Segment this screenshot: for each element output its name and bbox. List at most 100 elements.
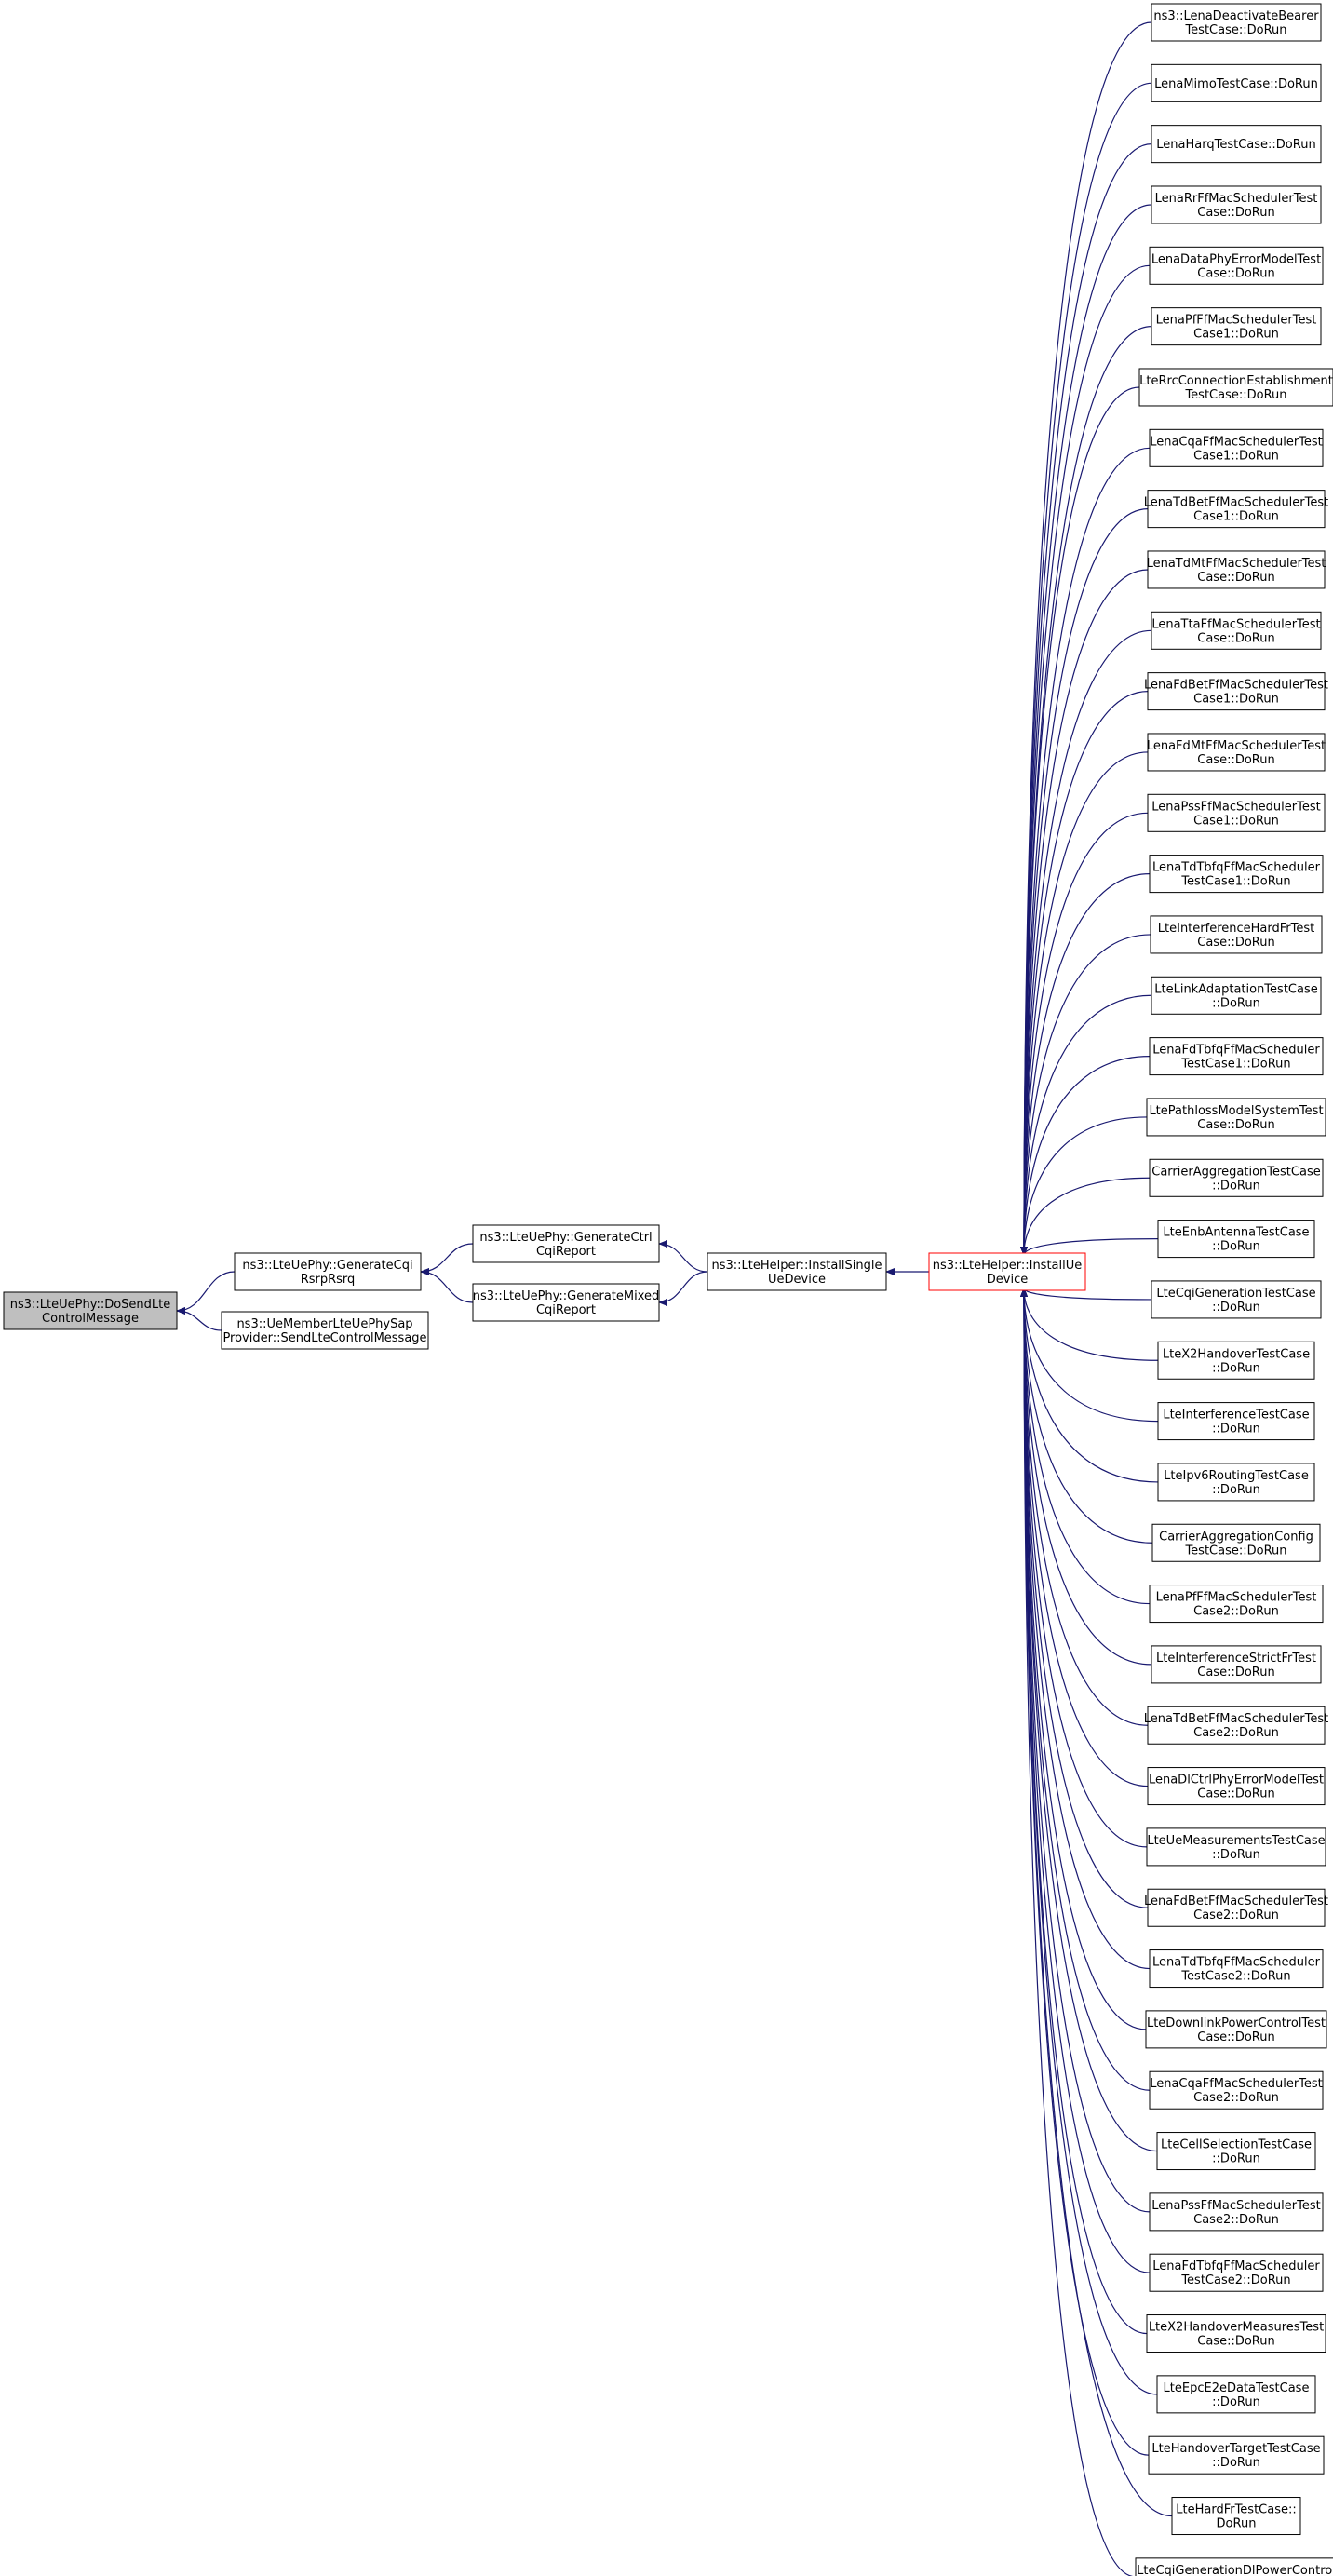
graph-node-l35[interactable]: LteCellSelectionTestCase::DoRun	[1156, 2132, 1316, 2171]
node-label-line: LenaTdBetFfMacSchedulerTest	[1144, 1712, 1329, 1726]
node-label-line: LenaTdBetFfMacSchedulerTest	[1144, 496, 1329, 510]
node-box	[1157, 1220, 1315, 1259]
graph-node-l2[interactable]: LenaHarqTestCase::DoRun	[1151, 125, 1322, 164]
node-box	[1149, 1158, 1324, 1197]
node-box	[1151, 1645, 1322, 1684]
node-box	[1149, 2192, 1324, 2232]
node-label-line: ::DoRun	[1212, 1301, 1260, 1315]
graph-node-n2[interactable]: ns3::UeMemberLteUePhySapProvider::SendLt…	[221, 1311, 429, 1350]
edge-l24-to-n6	[1020, 1288, 1159, 1483]
node-label-line: TestCase::DoRun	[1184, 388, 1286, 402]
node-box	[1151, 1280, 1322, 1319]
graph-node-l23[interactable]: LteInterferenceTestCase::DoRun	[1157, 1402, 1315, 1441]
edge-n3-to-n1	[420, 1243, 474, 1275]
edge-l12-to-n6	[1020, 751, 1149, 1256]
node-box	[1157, 1463, 1315, 1502]
node-label-line: ns3::LteHelper::InstallSingle	[712, 1259, 882, 1273]
edge-n5-to-n3	[658, 1240, 708, 1273]
node-box	[1148, 2435, 1325, 2475]
graph-node-l21[interactable]: LteCqiGenerationTestCase::DoRun	[1151, 1280, 1322, 1319]
node-box	[1151, 185, 1322, 224]
graph-node-l42[interactable]: LteCqiGenerationDlPowerControlTestCase::…	[1135, 2557, 1333, 2576]
graph-node-l30[interactable]: LteUeMeasurementsTestCase::DoRun	[1146, 1827, 1326, 1867]
graph-node-l40[interactable]: LteHandoverTargetTestCase::DoRun	[1148, 2435, 1325, 2475]
edge-n2-to-n0	[176, 1307, 222, 1331]
node-label-line: UeDevice	[768, 1273, 826, 1287]
node-label-line: Case1::DoRun	[1193, 814, 1279, 828]
graph-node-l24[interactable]: LteIpv6RoutingTestCase::DoRun	[1157, 1463, 1315, 1502]
graph-node-l19[interactable]: CarrierAggregationTestCase::DoRun	[1149, 1158, 1324, 1197]
node-label-line: LteEnbAntennaTestCase	[1163, 1226, 1309, 1240]
graph-node-l16[interactable]: LteLinkAdaptationTestCase::DoRun	[1151, 976, 1322, 1015]
node-label-line: CarrierAggregationConfig	[1159, 1530, 1313, 1544]
edge-l38-to-n6	[1020, 1288, 1148, 2335]
node-label-line: Case2::DoRun	[1193, 1726, 1279, 1740]
node-label-line: LenaDataPhyErrorModelTest	[1151, 252, 1321, 266]
node-label-line: LenaTdMtFfMacSchedulerTest	[1147, 557, 1326, 571]
node-label-line: Case2::DoRun	[1193, 2213, 1279, 2227]
node-label-line: LenaCqaFfMacSchedulerTest	[1150, 435, 1323, 449]
node-label-line: LenaFdBetFfMacSchedulerTest	[1144, 679, 1328, 693]
graph-node-l1[interactable]: LenaMimoTestCase::DoRun	[1151, 63, 1322, 102]
node-box	[1149, 1949, 1324, 1989]
node-label-line: LtePathlossModelSystemTest	[1149, 1104, 1323, 1118]
edge-l26-to-n6	[1020, 1288, 1151, 1605]
node-label-line: ::DoRun	[1212, 2152, 1260, 2166]
node-box	[472, 1283, 660, 1322]
node-box	[1171, 2497, 1301, 2536]
node-label-line: Case::DoRun	[1197, 2030, 1274, 2044]
node-box	[1156, 2375, 1316, 2414]
graph-node-l41[interactable]: LteHardFrTestCase::DoRun	[1171, 2497, 1301, 2536]
edge-n5-to-n4	[658, 1271, 708, 1306]
node-label-line: Case::DoRun	[1197, 206, 1274, 220]
node-label-line: LteInterferenceHardFrTest	[1158, 922, 1314, 936]
node-box	[1138, 368, 1333, 407]
graph-node-l39[interactable]: LteEpcE2eDataTestCase::DoRun	[1156, 2375, 1316, 2414]
node-label-line: CqiReport	[536, 1245, 596, 1259]
edge-l36-to-n6	[1020, 1288, 1151, 2213]
node-box	[1149, 1585, 1324, 1624]
graph-node-l22[interactable]: LteX2HandoverTestCase::DoRun	[1157, 1341, 1315, 1380]
edge-l42-to-n6	[1020, 1288, 1135, 2576]
node-box	[1149, 2253, 1324, 2292]
node-label-line: LenaTdTbfqFfMacScheduler	[1152, 1956, 1321, 1970]
node-label-line: TestCase2::DoRun	[1180, 1970, 1290, 1984]
graph-node-l6[interactable]: LteRrcConnectionEstablishmentTestCase::D…	[1138, 368, 1333, 407]
graph-node-l20[interactable]: LteEnbAntennaTestCase::DoRun	[1157, 1220, 1315, 1259]
node-box	[1151, 3, 1322, 42]
node-label-line: Case::DoRun	[1197, 2335, 1274, 2349]
